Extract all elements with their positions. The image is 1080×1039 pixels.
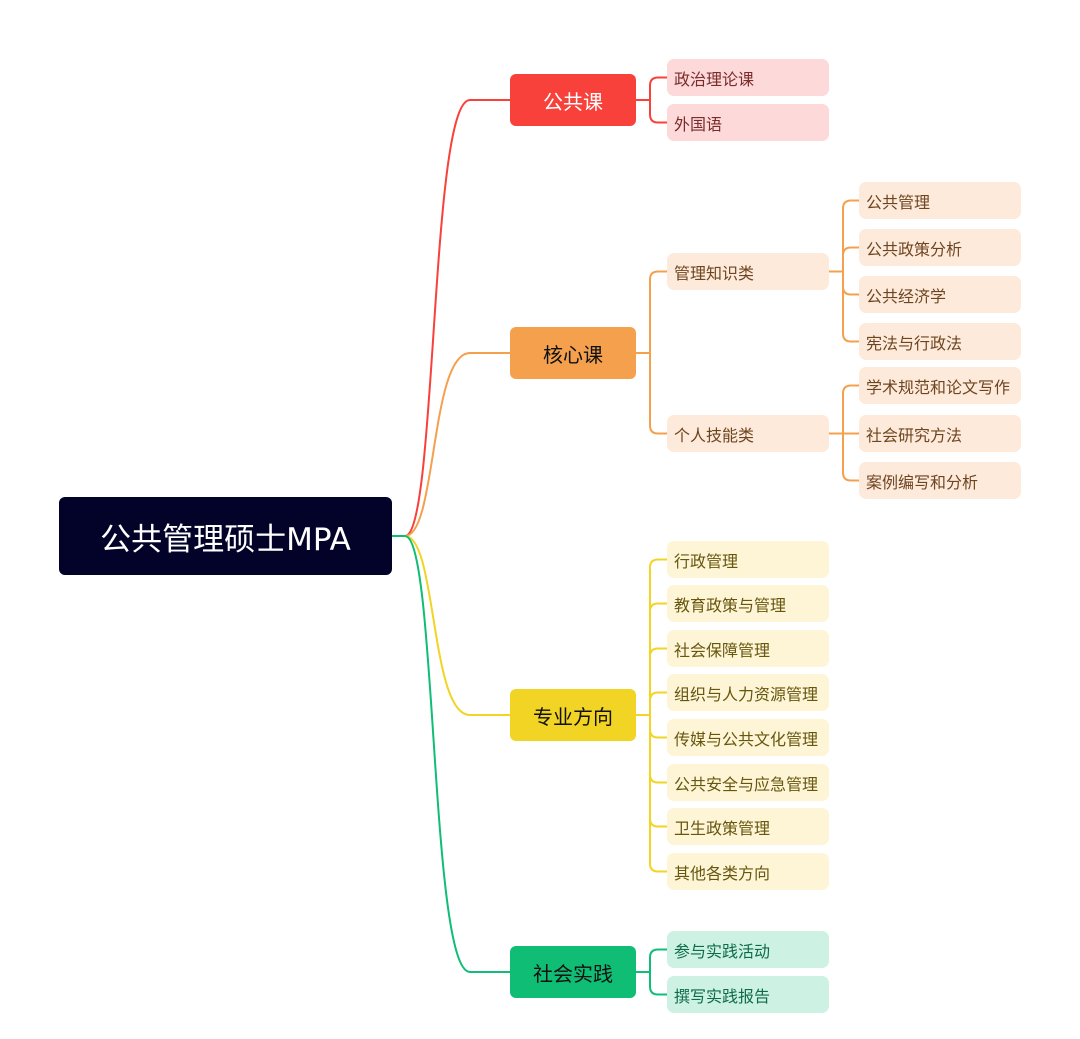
bracket-connector [649, 774, 667, 784]
bracket-connector [842, 286, 859, 296]
node-major-item[interactable]: 公共安全与应急管理 [667, 764, 829, 801]
root-connector [392, 535, 510, 716]
node-major-item[interactable]: 社会保障管理 [667, 630, 829, 667]
bracket-connector [649, 558, 667, 568]
root-connector [392, 352, 510, 537]
bracket-connector [842, 384, 859, 394]
bracket-connector [649, 602, 667, 612]
node-practice-report[interactable]: 撰写实践报告 [667, 976, 829, 1013]
branch-social-practice[interactable]: 社会实践 [510, 946, 636, 998]
bracket-connector [842, 199, 859, 209]
bracket-connector [842, 246, 859, 256]
bracket-connector [842, 333, 859, 343]
root-node[interactable]: 公共管理硕士MPA [59, 497, 392, 575]
bracket-connector [649, 729, 667, 739]
bracket-connector [842, 472, 859, 482]
node-case-writing[interactable]: 案例编写和分析 [859, 462, 1021, 499]
node-major-item[interactable]: 行政管理 [667, 541, 829, 578]
bracket-connector [649, 270, 667, 280]
bracket-connector [649, 986, 667, 996]
node-major-item[interactable]: 卫生政策管理 [667, 808, 829, 845]
node-major-item[interactable]: 组织与人力资源管理 [667, 674, 829, 711]
root-connector [392, 535, 510, 973]
root-connector [392, 99, 510, 537]
node-constitutional-law[interactable]: 宪法与行政法 [859, 323, 1021, 360]
node-practice-activities[interactable]: 参与实践活动 [667, 931, 829, 968]
bracket-connector [649, 691, 667, 701]
node-public-management[interactable]: 公共管理 [859, 182, 1021, 219]
node-public-policy-analysis[interactable]: 公共政策分析 [859, 229, 1021, 266]
bracket-connector [649, 647, 667, 657]
node-public-economics[interactable]: 公共经济学 [859, 276, 1021, 313]
bracket-connector [649, 863, 667, 873]
bracket-connector [649, 818, 667, 828]
node-personal-skills[interactable]: 个人技能类 [667, 415, 829, 452]
branch-core-courses[interactable]: 核心课 [510, 327, 636, 379]
node-political-theory[interactable]: 政治理论课 [667, 59, 829, 96]
node-academic-writing[interactable]: 学术规范和论文写作 [859, 367, 1021, 404]
node-major-item[interactable]: 其他各类方向 [667, 853, 829, 890]
bracket-connector [649, 948, 667, 958]
bracket-connector [649, 76, 667, 86]
branch-public-courses[interactable]: 公共课 [510, 74, 636, 126]
bracket-connector [649, 114, 667, 124]
node-management-knowledge[interactable]: 管理知识类 [667, 253, 829, 290]
node-foreign-language[interactable]: 外国语 [667, 104, 829, 141]
bracket-connector [649, 425, 667, 435]
node-major-item[interactable]: 教育政策与管理 [667, 585, 829, 622]
node-social-research-methods[interactable]: 社会研究方法 [859, 415, 1021, 452]
branch-major-directions[interactable]: 专业方向 [510, 689, 636, 741]
node-major-item[interactable]: 传媒与公共文化管理 [667, 719, 829, 756]
